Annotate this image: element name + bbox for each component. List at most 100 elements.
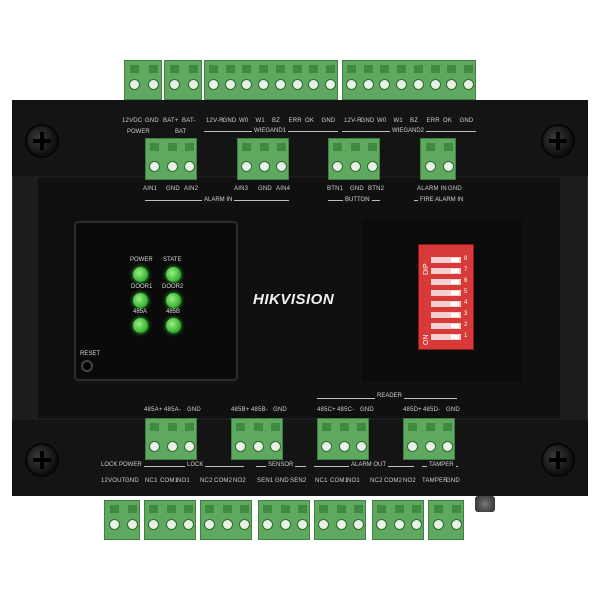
terminal-block-power[interactable] [124, 60, 162, 100]
terminal-block-lock-power[interactable] [104, 500, 140, 540]
terminal-screw-icon[interactable] [352, 519, 364, 530]
terminal-screw-icon[interactable] [345, 79, 357, 90]
terminal-screw-icon[interactable] [279, 519, 291, 530]
terminal-screw-icon[interactable] [241, 161, 253, 172]
terminal-block-wiegand2[interactable] [342, 60, 476, 100]
terminal-screw-icon[interactable] [407, 441, 419, 452]
dip-switch-7[interactable] [431, 268, 461, 274]
terminal-screw-icon[interactable] [410, 519, 422, 530]
terminal-screw-icon[interactable] [338, 441, 350, 452]
terminal-screw-icon[interactable] [332, 161, 344, 172]
terminal-screw-icon[interactable] [204, 519, 216, 530]
terminal-screw-icon[interactable] [362, 79, 374, 90]
terminal-block-lock-1[interactable] [144, 500, 196, 540]
terminal-screw-icon[interactable] [432, 519, 444, 530]
terminal-block-alarm-in-b[interactable] [237, 138, 289, 180]
terminal-screw-icon[interactable] [149, 441, 161, 452]
terminal-screw-icon[interactable] [148, 79, 159, 90]
dip-number: 6 [464, 278, 468, 284]
terminal-screw-icon[interactable] [275, 161, 287, 172]
dip-switch-8[interactable] [431, 257, 461, 263]
terminal-screw-icon[interactable] [321, 441, 333, 452]
terminal-screw-icon[interactable] [126, 519, 138, 530]
terminal-block-485a[interactable] [145, 418, 197, 460]
terminal-block-fire-alarm[interactable] [420, 138, 456, 180]
terminal-screw-icon[interactable] [291, 79, 303, 90]
terminal-screw-icon[interactable] [429, 79, 441, 90]
terminal-screw-icon[interactable] [424, 441, 436, 452]
dip-switch-5[interactable] [431, 290, 461, 296]
terminal-screw-icon[interactable] [221, 519, 233, 530]
terminal-block-tamper[interactable] [428, 500, 464, 540]
terminal-screw-icon[interactable] [166, 441, 178, 452]
terminal-screw-icon[interactable] [274, 79, 286, 90]
terminal-screw-icon[interactable] [366, 161, 378, 172]
pin-label: GND [273, 407, 287, 413]
dip-switch-3[interactable] [431, 312, 461, 318]
terminal-screw-icon[interactable] [183, 161, 195, 172]
terminal-screw-icon[interactable] [463, 79, 475, 90]
terminal-screw-icon[interactable] [318, 519, 330, 530]
terminal-screw-icon[interactable] [376, 519, 388, 530]
dip-switch-1[interactable] [431, 334, 461, 340]
dip-switch-6[interactable] [431, 279, 461, 285]
terminal-block-485c[interactable] [317, 418, 369, 460]
terminal-screw-icon[interactable] [269, 441, 281, 452]
terminal-screw-icon[interactable] [108, 519, 120, 530]
terminal-screw-icon[interactable] [238, 519, 250, 530]
terminal-screw-icon[interactable] [241, 79, 253, 90]
terminal-screw-icon[interactable] [169, 79, 180, 90]
terminal-screw-icon[interactable] [349, 161, 361, 172]
terminal-block-button[interactable] [328, 138, 380, 180]
terminal-screw-icon[interactable] [335, 519, 347, 530]
dip-switch[interactable]: DIP ON 8 7 6 5 4 3 2 1 [418, 244, 474, 350]
terminal-screw-icon[interactable] [182, 519, 194, 530]
reset-button[interactable] [81, 360, 93, 372]
terminal-screw-icon[interactable] [446, 79, 458, 90]
terminal-screw-icon[interactable] [442, 161, 454, 172]
terminal-screw-icon[interactable] [296, 519, 308, 530]
pin-label: COM1 [330, 478, 349, 484]
group-label-alarm-in: ALARM IN [202, 197, 235, 203]
terminal-screw-icon[interactable] [188, 79, 199, 90]
pin-label: COM1 [160, 478, 179, 484]
terminal-block-alarm-out-1[interactable] [314, 500, 366, 540]
terminal-screw-icon[interactable] [258, 161, 270, 172]
terminal-block-sensor[interactable] [258, 500, 310, 540]
terminal-screw-icon[interactable] [252, 441, 264, 452]
terminal-screw-icon[interactable] [441, 441, 453, 452]
terminal-screw-icon[interactable] [450, 519, 462, 530]
terminal-screw-icon[interactable] [148, 519, 160, 530]
terminal-screw-icon[interactable] [424, 161, 436, 172]
terminal-screw-icon[interactable] [235, 441, 247, 452]
terminal-screw-icon[interactable] [129, 79, 140, 90]
terminal-screw-icon[interactable] [207, 79, 219, 90]
terminal-block-485d[interactable] [403, 418, 455, 460]
terminal-slot [276, 143, 286, 151]
terminal-screw-icon[interactable] [258, 79, 270, 90]
terminal-screw-icon[interactable] [393, 519, 405, 530]
dip-switch-4[interactable] [431, 301, 461, 307]
terminal-screw-icon[interactable] [379, 79, 391, 90]
terminal-block-wiegand1[interactable] [204, 60, 338, 100]
terminal-screw-icon[interactable] [355, 441, 367, 452]
terminal-screw-icon[interactable] [165, 519, 177, 530]
terminal-block-alarm-in-a[interactable] [145, 138, 197, 180]
terminal-block-lock-2[interactable] [200, 500, 252, 540]
terminal-screw-icon[interactable] [396, 79, 408, 90]
terminal-screw-icon[interactable] [149, 161, 161, 172]
terminal-block-alarm-out-2[interactable] [372, 500, 424, 540]
terminal-slot [346, 65, 356, 73]
terminal-block-485b[interactable] [231, 418, 283, 460]
terminal-screw-icon[interactable] [183, 441, 195, 452]
terminal-screw-icon[interactable] [224, 79, 236, 90]
terminal-screw-icon[interactable] [166, 161, 178, 172]
terminal-screw-icon[interactable] [412, 79, 424, 90]
terminal-screw-icon[interactable] [308, 79, 320, 90]
dip-switch-2[interactable] [431, 323, 461, 329]
terminal-block-bat[interactable] [164, 60, 202, 100]
led-label-state: STATE [163, 257, 182, 263]
terminal-slot [109, 505, 119, 513]
terminal-screw-icon[interactable] [325, 79, 337, 90]
terminal-screw-icon[interactable] [262, 519, 274, 530]
